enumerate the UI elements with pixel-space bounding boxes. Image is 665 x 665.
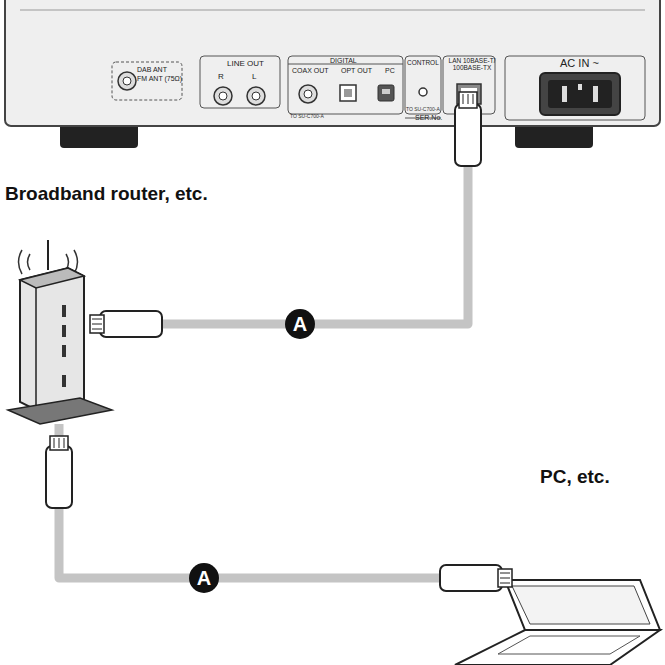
terminal-frame	[112, 62, 182, 100]
panel-edge	[20, 10, 645, 11]
channel-label: R	[218, 73, 224, 81]
rca-jack	[252, 92, 260, 100]
usb-port	[378, 85, 394, 101]
rear-panel	[5, 0, 660, 126]
group-label: DIGITAL	[330, 57, 357, 64]
control-jack	[419, 88, 427, 96]
terminal-label: AC IN ~	[560, 58, 599, 70]
rca-jack	[219, 92, 227, 100]
terminal-label: DAB ANT	[137, 66, 167, 73]
router-led	[62, 325, 66, 337]
ac-pin	[578, 84, 582, 90]
ac-inlet	[548, 80, 612, 108]
rj45-plug	[440, 565, 512, 591]
router-led	[62, 345, 66, 357]
port-note: TO SU-C700-A	[290, 113, 324, 119]
terminal-label: COAX OUT	[292, 67, 329, 74]
rj45-plug	[90, 311, 162, 337]
router-node: Broadband router, etc.	[8, 238, 112, 424]
lan-cable	[112, 126, 468, 324]
device-heading: Broadband router, etc.	[5, 183, 208, 205]
antenna-jack	[118, 72, 136, 90]
ac-pin	[562, 86, 567, 102]
router-antenna	[47, 240, 49, 270]
ac-pin	[593, 86, 598, 102]
rear-panel-node: DAB ANT FM ANT (75Ω) LINE OUTR L DIGITALCOAX…	[5, 0, 660, 126]
terminal-frame	[200, 56, 280, 108]
callout-letter: A	[189, 563, 219, 593]
channel-label: L	[252, 73, 256, 81]
optical-port	[340, 85, 356, 101]
terminal-frame	[505, 56, 645, 120]
laptop-screen	[505, 580, 660, 630]
lan-cable	[59, 424, 455, 578]
laptop-screen	[512, 586, 650, 624]
coax-jack	[304, 90, 312, 98]
optical-port	[344, 89, 352, 97]
router-body	[20, 268, 84, 288]
router-led	[62, 305, 66, 317]
laptop-keyboard	[498, 636, 640, 654]
terminal-label: PC	[385, 67, 395, 74]
terminal-label: CONTROL	[407, 60, 439, 67]
coax-jack	[299, 85, 317, 103]
ac-inlet	[540, 73, 620, 115]
callout-letter: A	[285, 309, 315, 339]
device-heading: PC, etc.	[540, 466, 610, 488]
antenna-jack	[123, 77, 131, 85]
rca-jack	[247, 87, 265, 105]
serial-label: SER.No.	[415, 114, 442, 121]
router-led	[62, 375, 66, 387]
router-body	[35, 288, 37, 410]
laptop-base	[455, 630, 660, 665]
terminal-frame	[405, 56, 441, 114]
usb-port	[382, 89, 390, 94]
terminal-label: LINE OUT	[227, 60, 264, 68]
terminal-frame	[288, 56, 403, 114]
pc-node: PC, etc.	[455, 578, 660, 665]
rj45-plug	[455, 92, 481, 166]
terminal-label: LAN 10BASE-T/ 100BASE-TX	[447, 58, 497, 72]
rj45-plug	[46, 436, 72, 508]
terminal-label: FM ANT (75Ω)	[137, 75, 182, 82]
port-note: TO SU-C700-A	[406, 106, 440, 112]
rca-jack	[214, 87, 232, 105]
router-body	[20, 268, 84, 410]
terminal-label: OPT OUT	[341, 67, 372, 74]
router-stand	[8, 398, 112, 424]
